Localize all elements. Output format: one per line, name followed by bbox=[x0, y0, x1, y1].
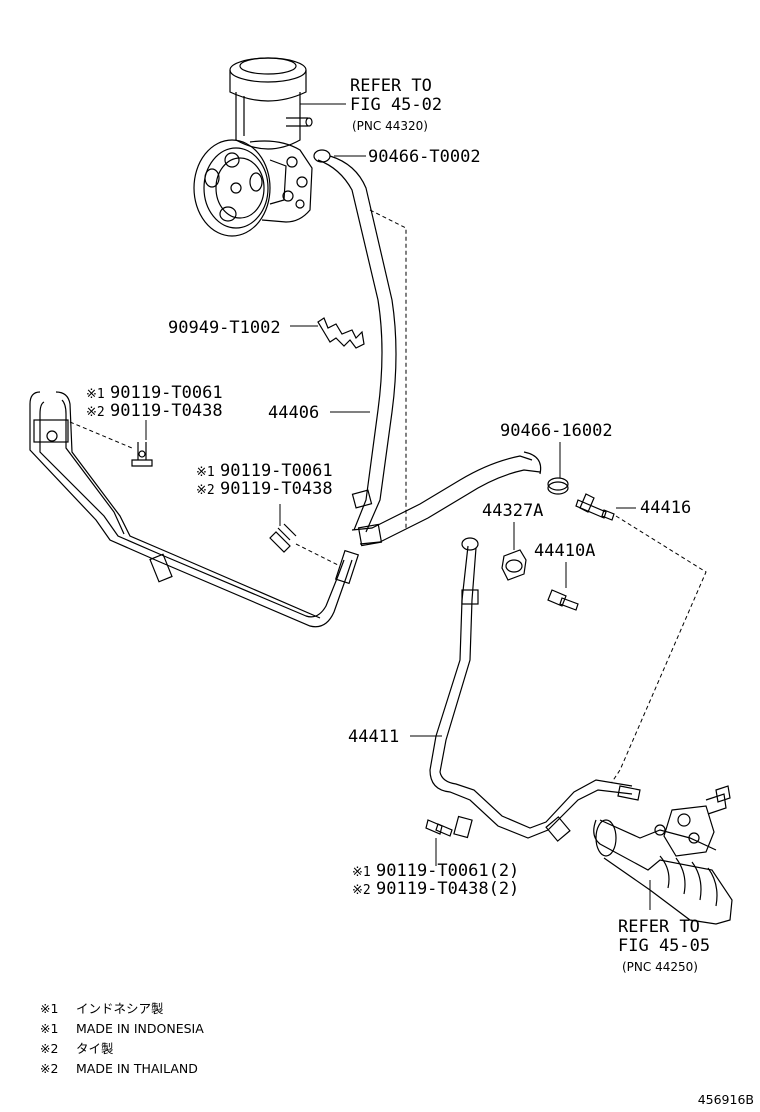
refer-top-line2: FIG 45-02 bbox=[350, 95, 442, 115]
label-44411: 44411 bbox=[348, 727, 399, 747]
label-bot-90119-t0061: 90119-T0061(2) bbox=[376, 861, 519, 881]
clamp-90949-t1002[interactable] bbox=[317, 317, 365, 349]
label-44416: 44416 bbox=[640, 498, 691, 518]
note-2-mark: ※1 bbox=[40, 1021, 58, 1036]
note-3-text: タイ製 bbox=[76, 1041, 114, 1056]
label-44410a: 44410A bbox=[534, 541, 595, 561]
refer-top-line1: REFER TO bbox=[350, 76, 432, 96]
mid-m2-mark: ※2 bbox=[196, 483, 215, 498]
steering-gear-rack[interactable] bbox=[593, 785, 733, 925]
refer-top-line3: (PNC 44320) bbox=[352, 119, 428, 133]
note-3-mark: ※2 bbox=[40, 1041, 58, 1056]
note-1-text: インドネシア製 bbox=[76, 1001, 164, 1016]
note-1-mark: ※1 bbox=[40, 1001, 58, 1016]
dashed-ref-rack bbox=[611, 515, 707, 783]
mid-m1-mark: ※1 bbox=[196, 465, 215, 480]
union-44416[interactable] bbox=[575, 493, 615, 521]
note-4-mark: ※2 bbox=[40, 1061, 58, 1076]
label-left-90119-t0061: 90119-T0061 bbox=[110, 383, 223, 403]
left-m2-mark: ※2 bbox=[86, 405, 105, 420]
label-44327a: 44327A bbox=[482, 501, 543, 521]
bot-m2-mark: ※2 bbox=[352, 883, 371, 898]
label-90466-16002: 90466-16002 bbox=[500, 421, 613, 441]
bolt-bottom[interactable] bbox=[425, 819, 453, 837]
clamp-44327a[interactable] bbox=[501, 549, 527, 581]
label-left-90119-t0438: 90119-T0438 bbox=[110, 401, 223, 421]
label-mid-90119-t0061: 90119-T0061 bbox=[220, 461, 333, 481]
label-44406: 44406 bbox=[268, 403, 319, 423]
label-90466-t0002: 90466-T0002 bbox=[368, 147, 481, 167]
origin-notes: ※1 インドネシア製 ※1 MADE IN INDONESIA ※2 タイ製 ※… bbox=[40, 1001, 204, 1076]
label-90949-t1002: 90949-T1002 bbox=[168, 318, 281, 338]
refer-bot-line3: (PNC 44250) bbox=[622, 960, 698, 974]
return-hose[interactable] bbox=[351, 451, 542, 547]
bolt-middle[interactable] bbox=[269, 523, 297, 553]
label-mid-90119-t0438: 90119-T0438 bbox=[220, 479, 333, 499]
note-2-text: MADE IN INDONESIA bbox=[76, 1021, 204, 1036]
cooler-tube-assembly[interactable] bbox=[29, 391, 360, 628]
bot-m1-mark: ※1 bbox=[352, 865, 371, 880]
refer-bot-line1: REFER TO bbox=[618, 917, 700, 937]
dashed-ref-pump bbox=[369, 209, 407, 530]
power-steering-pump[interactable] bbox=[193, 57, 313, 237]
hose-44406[interactable] bbox=[313, 149, 397, 533]
bolt-left[interactable] bbox=[131, 442, 153, 467]
note-4-text: MADE IN THAILAND bbox=[76, 1061, 198, 1076]
label-bot-90119-t0438: 90119-T0438(2) bbox=[376, 879, 519, 899]
pressure-tube-44411[interactable] bbox=[429, 537, 641, 842]
left-m1-mark: ※1 bbox=[86, 387, 105, 402]
diagram-id: 456916B bbox=[698, 1092, 754, 1107]
refer-bot-line2: FIG 45-05 bbox=[618, 936, 710, 956]
clamp-90466-16002[interactable] bbox=[547, 477, 569, 495]
bolt-44410a[interactable] bbox=[547, 589, 579, 611]
